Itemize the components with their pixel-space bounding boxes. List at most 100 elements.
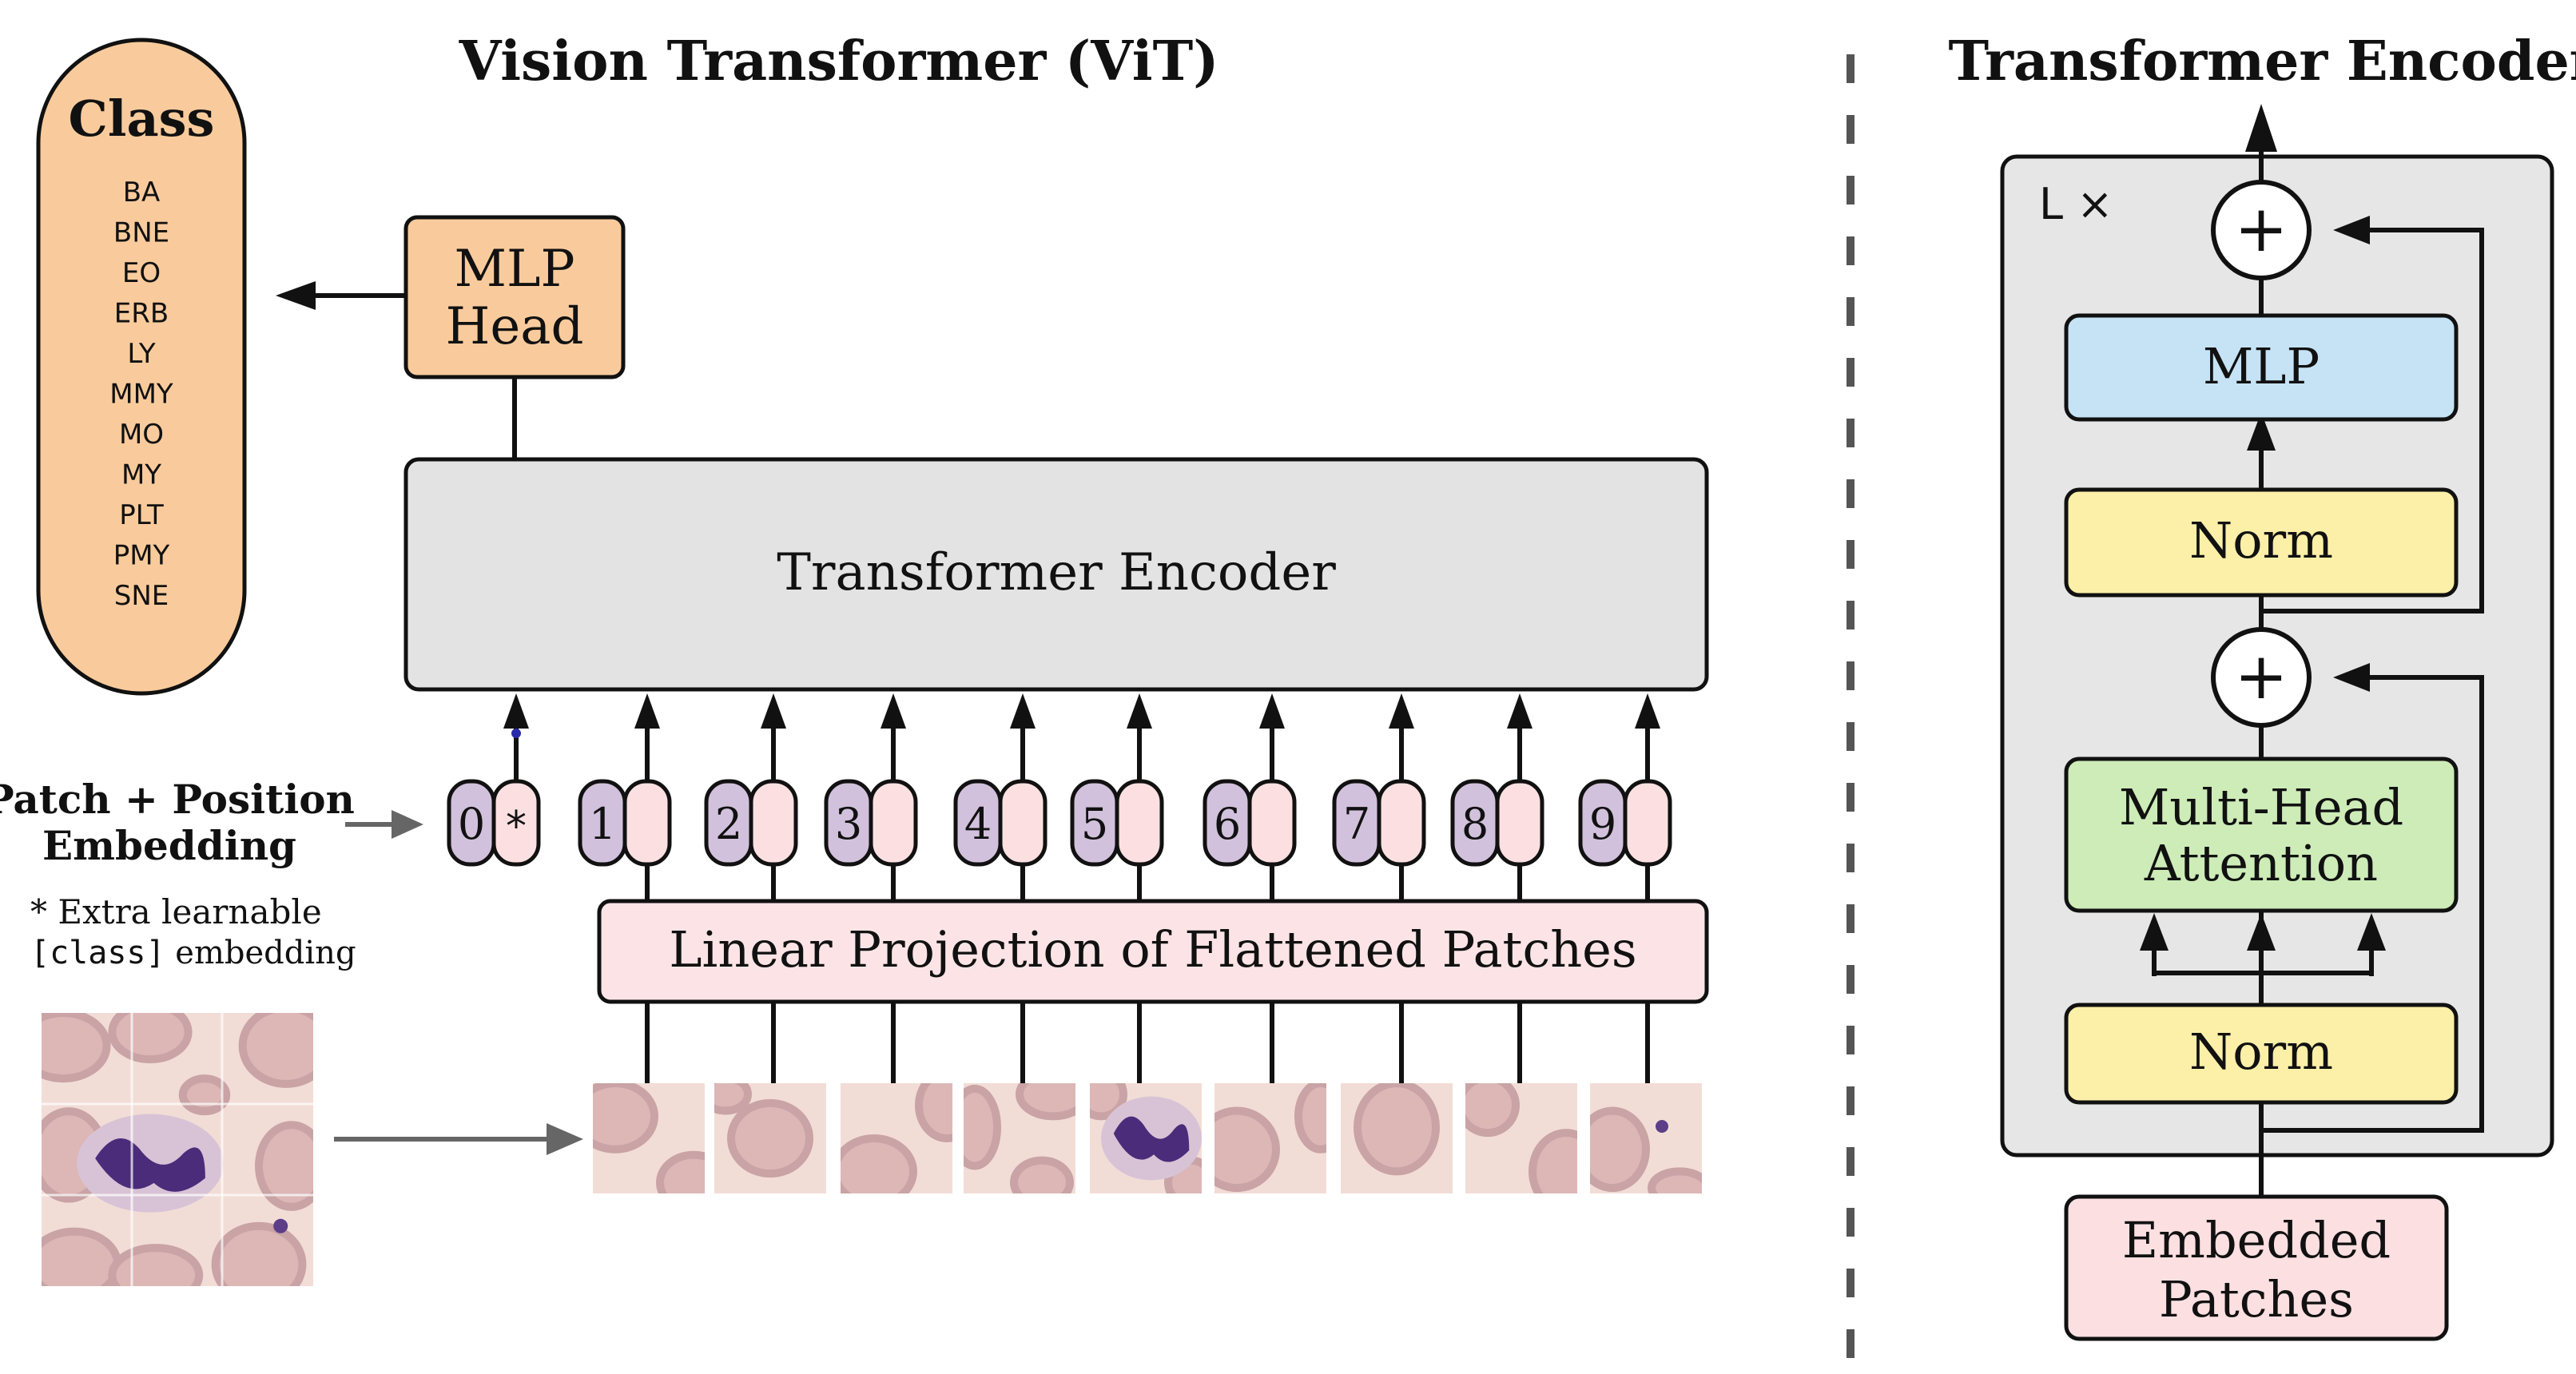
vit-transformer-encoder: Transformer Encoder bbox=[403, 457, 1709, 692]
image-patch bbox=[593, 1083, 705, 1193]
cls-token-arrowhead bbox=[503, 693, 529, 729]
class-code-token: [class] bbox=[30, 935, 165, 971]
patch-token: 4 bbox=[953, 693, 1047, 1083]
patch-embedding-pill bbox=[622, 779, 672, 867]
patch-embedding-pill bbox=[1115, 779, 1164, 867]
class-label: EO bbox=[122, 257, 161, 289]
position-number: 5 bbox=[1081, 799, 1108, 849]
image-patch bbox=[964, 1083, 1075, 1193]
patch-embedding-pill bbox=[998, 779, 1047, 867]
linear-projection-label: Linear Projection of Flattened Patches bbox=[669, 920, 1636, 979]
cls-symbol: * bbox=[506, 803, 527, 851]
extra-note-line2: [class] embedding bbox=[30, 935, 356, 971]
token-6-arrowhead bbox=[1259, 693, 1285, 729]
position-number: 4 bbox=[964, 799, 992, 849]
norm-bottom-box bbox=[2064, 1003, 2459, 1105]
input-cell-image bbox=[42, 1013, 313, 1286]
patch-token: 1 bbox=[578, 693, 672, 1083]
image-patch bbox=[1465, 1083, 1577, 1193]
position-number: 6 bbox=[1214, 799, 1241, 849]
encoder-title: Transformer Encoder bbox=[1948, 30, 2576, 93]
class-label: PLT bbox=[119, 499, 164, 531]
embedded-patches-line1: Embedded bbox=[2122, 1211, 2391, 1269]
mha-line2: Attention bbox=[2144, 834, 2378, 892]
encoder-block-detail: L × Embedded Patches Norm bbox=[2000, 104, 2554, 1341]
extra-note-line1: * Extra learnable bbox=[30, 892, 322, 931]
position-number: 8 bbox=[1461, 799, 1489, 849]
position-number: 9 bbox=[1589, 799, 1616, 849]
class-label: LY bbox=[127, 338, 155, 370]
repeat-label: L × bbox=[2039, 179, 2113, 229]
token-5-arrowhead bbox=[1127, 693, 1152, 729]
vit-title: Vision Transformer (ViT) bbox=[459, 30, 1219, 93]
patch-token: 5 bbox=[1070, 693, 1164, 1083]
add-bottom-symbol: + bbox=[2234, 639, 2288, 713]
position-number: 1 bbox=[589, 799, 616, 849]
patch-sequence bbox=[593, 1083, 1702, 1193]
image-patch bbox=[1341, 1083, 1453, 1193]
position-number: 2 bbox=[715, 799, 742, 849]
patch-token: 3 bbox=[824, 693, 918, 1083]
encoder-output-arrowhead bbox=[2245, 104, 2277, 152]
position-number: 7 bbox=[1343, 799, 1370, 849]
embedded-patches-line2: Patches bbox=[2159, 1270, 2354, 1328]
linear-projection-box: Linear Projection of Flattened Patches bbox=[597, 899, 1709, 1004]
norm-bottom-label: Norm bbox=[2189, 1023, 2333, 1081]
mlp-head-line2: Head bbox=[446, 297, 584, 356]
image-patch bbox=[841, 1083, 952, 1193]
patch-embedding-pill bbox=[1247, 779, 1297, 867]
patch-embedding-pill bbox=[1623, 779, 1672, 867]
mlp-block-box bbox=[2064, 313, 2459, 422]
token-4-arrowhead bbox=[1010, 693, 1036, 729]
mlp-head-line1: MLP bbox=[454, 240, 574, 299]
multi-head-attention-box bbox=[2064, 756, 2459, 913]
embedding-pointer-arrowhead bbox=[392, 810, 423, 839]
image-patch bbox=[1214, 1083, 1326, 1193]
mha-line1: Multi-Head bbox=[2119, 778, 2403, 836]
patch-embedding-line2: Embedding bbox=[42, 822, 296, 869]
patch-embedding-pill bbox=[1377, 779, 1426, 867]
cls-token: 0* bbox=[447, 693, 541, 867]
patch-embedding-pill bbox=[749, 779, 798, 867]
patch-token: 2 bbox=[704, 693, 798, 1083]
class-label: MMY bbox=[109, 379, 173, 411]
class-label: ERB bbox=[114, 298, 169, 330]
add-bottom-circle bbox=[2211, 627, 2312, 728]
patch-token: 9 bbox=[1578, 693, 1672, 1083]
position-number: 3 bbox=[835, 799, 862, 849]
norm-top-box bbox=[2064, 487, 2459, 598]
cls-dot bbox=[511, 729, 521, 738]
add-top-circle bbox=[2211, 180, 2312, 280]
image-patch bbox=[1090, 1083, 1202, 1193]
class-heading: Class bbox=[69, 89, 215, 148]
patch-embedding-pill bbox=[869, 779, 918, 867]
add-top-symbol: + bbox=[2234, 192, 2288, 266]
class-label: PMY bbox=[113, 540, 170, 572]
patch-token: 6 bbox=[1203, 693, 1297, 1083]
cls-position-number: 0 bbox=[458, 799, 485, 849]
token-1-arrowhead bbox=[634, 693, 660, 729]
token-9-arrowhead bbox=[1635, 693, 1660, 729]
token-8-arrowhead bbox=[1507, 693, 1532, 729]
class-label: MO bbox=[119, 419, 164, 451]
embedded-patches-box bbox=[2064, 1194, 2449, 1341]
image-patch bbox=[714, 1083, 826, 1193]
patch-token: 7 bbox=[1332, 693, 1426, 1083]
norm-top-label: Norm bbox=[2189, 511, 2333, 570]
token-3-arrowhead bbox=[881, 693, 906, 729]
extra-note-rest: embedding bbox=[165, 935, 356, 971]
token-2-arrowhead bbox=[761, 693, 786, 729]
patch-embedding-pill bbox=[1495, 779, 1544, 867]
image-to-patches-arrowhead bbox=[547, 1123, 583, 1155]
class-label: SNE bbox=[114, 580, 169, 612]
class-label: BNE bbox=[113, 217, 169, 249]
mlp-to-class-arrowhead bbox=[276, 281, 316, 310]
image-patch bbox=[1590, 1083, 1702, 1193]
patch-embedding-line1: Patch + Position bbox=[0, 776, 355, 823]
vit-encoder-label: Transformer Encoder bbox=[777, 543, 1336, 602]
token-7-arrowhead bbox=[1389, 693, 1414, 729]
